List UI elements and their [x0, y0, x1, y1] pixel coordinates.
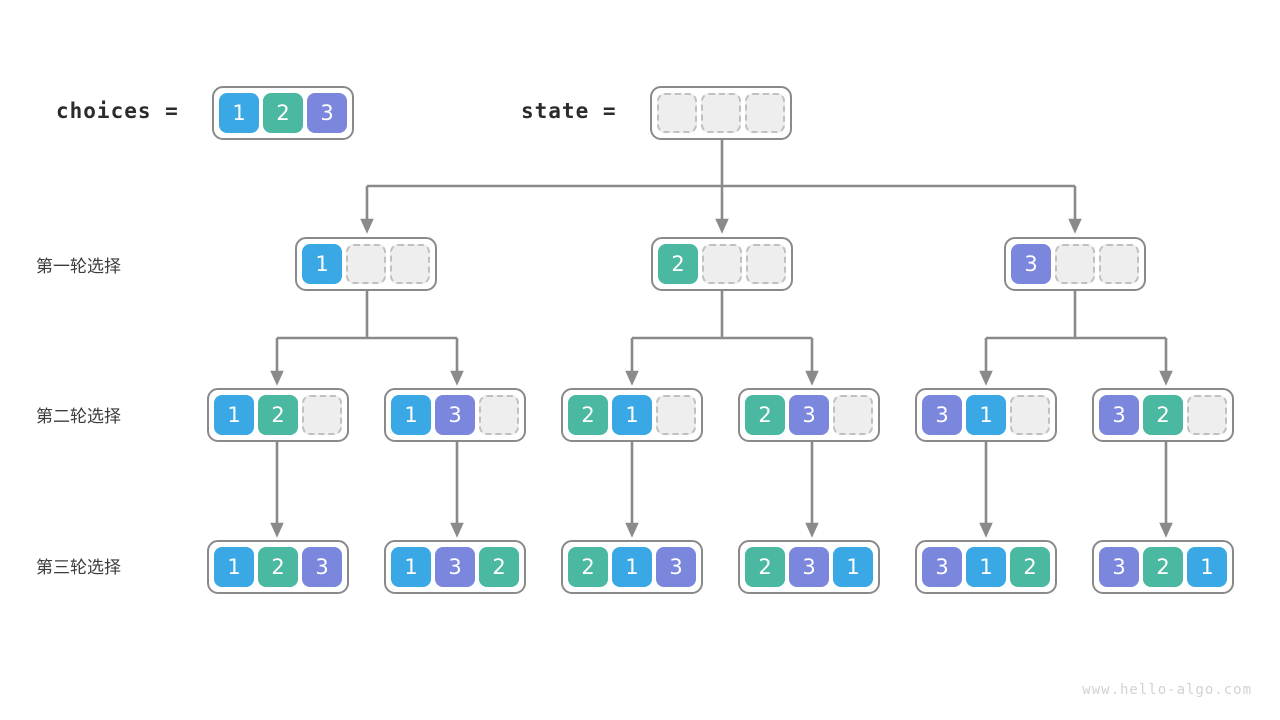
state-label: state = — [521, 99, 617, 123]
array-cell-empty — [479, 395, 519, 435]
round1-node-2: 2 — [651, 237, 793, 291]
array-cell-value: 2 — [745, 547, 785, 587]
array-cell-empty — [346, 244, 386, 284]
array-cell-value: 3 — [789, 547, 829, 587]
array-cell-empty — [302, 395, 342, 435]
watermark: www.hello-algo.com — [1082, 682, 1252, 698]
array-cell-value: 2 — [568, 395, 608, 435]
round1-node-1: 1 — [295, 237, 437, 291]
array-cell-value: 3 — [435, 395, 475, 435]
array-cell-empty — [701, 93, 741, 133]
array-cell-empty — [1187, 395, 1227, 435]
array-cell-value: 1 — [214, 395, 254, 435]
array-cell-value: 1 — [612, 395, 652, 435]
row-label-round2: 第二轮选择 — [36, 407, 121, 427]
row-label-round3: 第三轮选择 — [36, 558, 121, 578]
array-cell-empty — [702, 244, 742, 284]
array-cell-empty — [746, 244, 786, 284]
array-cell-value: 1 — [612, 547, 652, 587]
array-cell-value: 2 — [1143, 395, 1183, 435]
array-cell-value: 3 — [1099, 547, 1139, 587]
array-cell-value: 2 — [1143, 547, 1183, 587]
array-cell-value: 3 — [922, 395, 962, 435]
array-cell-value: 3 — [302, 547, 342, 587]
array-cell-value: 2 — [258, 395, 298, 435]
array-cell-value: 3 — [1099, 395, 1139, 435]
array-cell-value: 1 — [219, 93, 259, 133]
array-cell-value: 2 — [658, 244, 698, 284]
array-cell-empty — [656, 395, 696, 435]
array-cell-value: 2 — [568, 547, 608, 587]
array-cell-empty — [833, 395, 873, 435]
choices-label: choices = — [56, 99, 179, 123]
array-cell-value: 2 — [745, 395, 785, 435]
array-cell-value: 3 — [1011, 244, 1051, 284]
array-cell-value: 2 — [1010, 547, 1050, 587]
state-array — [650, 86, 792, 140]
array-cell-empty — [1099, 244, 1139, 284]
array-cell-value: 1 — [391, 395, 431, 435]
array-cell-value: 2 — [263, 93, 303, 133]
array-cell-empty — [745, 93, 785, 133]
array-cell-empty — [390, 244, 430, 284]
array-cell-value: 1 — [1187, 547, 1227, 587]
array-cell-value: 1 — [966, 547, 1006, 587]
array-cell-value: 1 — [966, 395, 1006, 435]
array-cell-value: 2 — [258, 547, 298, 587]
array-cell-empty — [1055, 244, 1095, 284]
array-cell-value: 3 — [307, 93, 347, 133]
array-cell-value: 2 — [479, 547, 519, 587]
array-cell-value: 1 — [833, 547, 873, 587]
row-label-round1: 第一轮选择 — [36, 257, 121, 277]
array-cell-value: 3 — [435, 547, 475, 587]
array-cell-value: 3 — [656, 547, 696, 587]
array-cell-empty — [1010, 395, 1050, 435]
array-cell-value: 3 — [789, 395, 829, 435]
array-cell-value: 3 — [922, 547, 962, 587]
array-cell-value: 1 — [214, 547, 254, 587]
array-cell-value: 1 — [302, 244, 342, 284]
array-cell-value: 1 — [391, 547, 431, 587]
array-cell-empty — [657, 93, 697, 133]
round1-node-3: 3 — [1004, 237, 1146, 291]
